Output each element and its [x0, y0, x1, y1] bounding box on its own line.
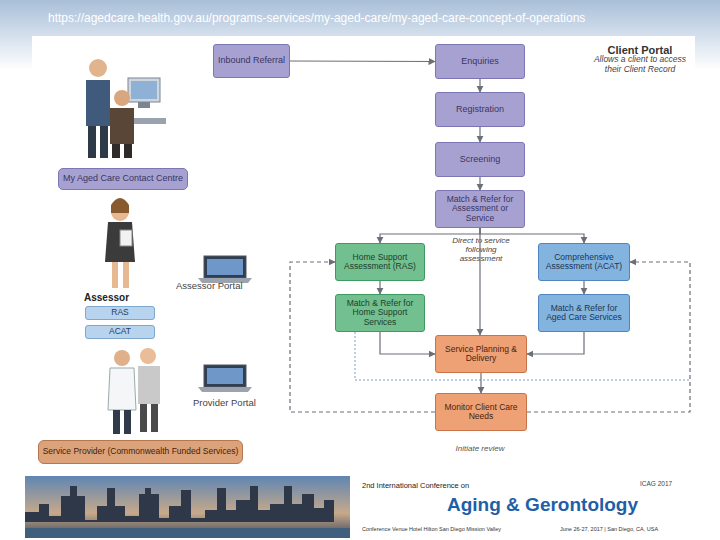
flow-arrow: [290, 262, 435, 412]
node-text: Monitor Client Care Needs: [439, 403, 523, 422]
node-text: Inbound Referral: [218, 56, 285, 66]
role-tag: ACAT: [85, 325, 155, 339]
flow-arrow: [479, 228, 480, 335]
node-text: Match & Refer for Assessment or Service: [439, 195, 521, 223]
node-text: Service Planning & Delivery: [439, 345, 523, 364]
node-text: Home Support Assessment (RAS): [339, 253, 421, 272]
flow-arrow: [479, 127, 480, 142]
node-text: Comprehensive Assessment (ACAT): [542, 253, 626, 272]
flow-arrow: [479, 177, 480, 190]
process-box: Service Planning & Delivery: [435, 335, 527, 373]
node-text: My Aged Care Contact Centre: [63, 174, 183, 184]
banner-text: ICAG 2017: [640, 480, 710, 487]
node-text: RAS: [111, 308, 128, 317]
flow-arrow: [380, 228, 480, 243]
process-box: Screening: [435, 142, 525, 177]
note: Allows a client to access their Client R…: [585, 55, 695, 75]
node-text: Match & Refer for Home Support Services: [339, 299, 421, 327]
source-url: https://agedcare.health.gov.au/programs-…: [48, 12, 708, 26]
banner-text: June 26-27, 2017 | San Diego, CA, USA: [560, 526, 710, 532]
process-box: Monitor Client Care Needs: [435, 393, 527, 431]
node-text: Screening: [460, 155, 501, 165]
process-box: Match & Refer for Home Support Services: [335, 294, 425, 332]
flow-arrow: [379, 281, 380, 294]
node-text: Enquiries: [461, 57, 499, 67]
flow-arrow: [527, 262, 690, 412]
process-box: Enquiries: [435, 44, 525, 79]
node-text: ACAT: [109, 327, 131, 336]
flow-arrow: [380, 332, 435, 354]
node-text: Match & Refer for Aged Care Services: [542, 304, 626, 323]
portal-label: Assessor Portal: [176, 281, 276, 292]
process-box: Match & Refer for Aged Care Services: [538, 294, 630, 332]
portal-label: Provider Portal: [193, 398, 293, 409]
flow-arrow: [480, 373, 481, 393]
process-box: Inbound Referral: [213, 44, 290, 78]
banner-title: Aging & Gerontology: [447, 494, 707, 516]
note: Initiate review: [430, 444, 530, 453]
role-box: My Aged Care Contact Centre: [58, 168, 188, 190]
process-box: Match & Refer for Assessment or Service: [435, 190, 525, 228]
flow-arrow: [480, 228, 584, 243]
node-text: Service Provider (Commonwealth Funded Se…: [43, 447, 239, 456]
process-box: Home Support Assessment (RAS): [335, 243, 425, 281]
flow-arrow: [583, 281, 584, 294]
note: Direct to service following assessment: [447, 236, 515, 264]
banner-text: 2nd International Conference on: [362, 482, 562, 491]
node-text: Registration: [456, 105, 504, 115]
banner-text: Conference Venue Hotel Hilton San Diego …: [362, 526, 562, 532]
process-box: Comprehensive Assessment (ACAT): [538, 243, 630, 281]
flow-arrow: [290, 60, 435, 62]
role-tag: RAS: [85, 306, 155, 320]
flow-arrow: [479, 79, 480, 92]
role-label: Assessor: [84, 292, 164, 304]
role-box: Service Provider (Commonwealth Funded Se…: [38, 440, 243, 464]
process-box: Registration: [435, 92, 525, 127]
flow-arrow: [527, 332, 584, 354]
